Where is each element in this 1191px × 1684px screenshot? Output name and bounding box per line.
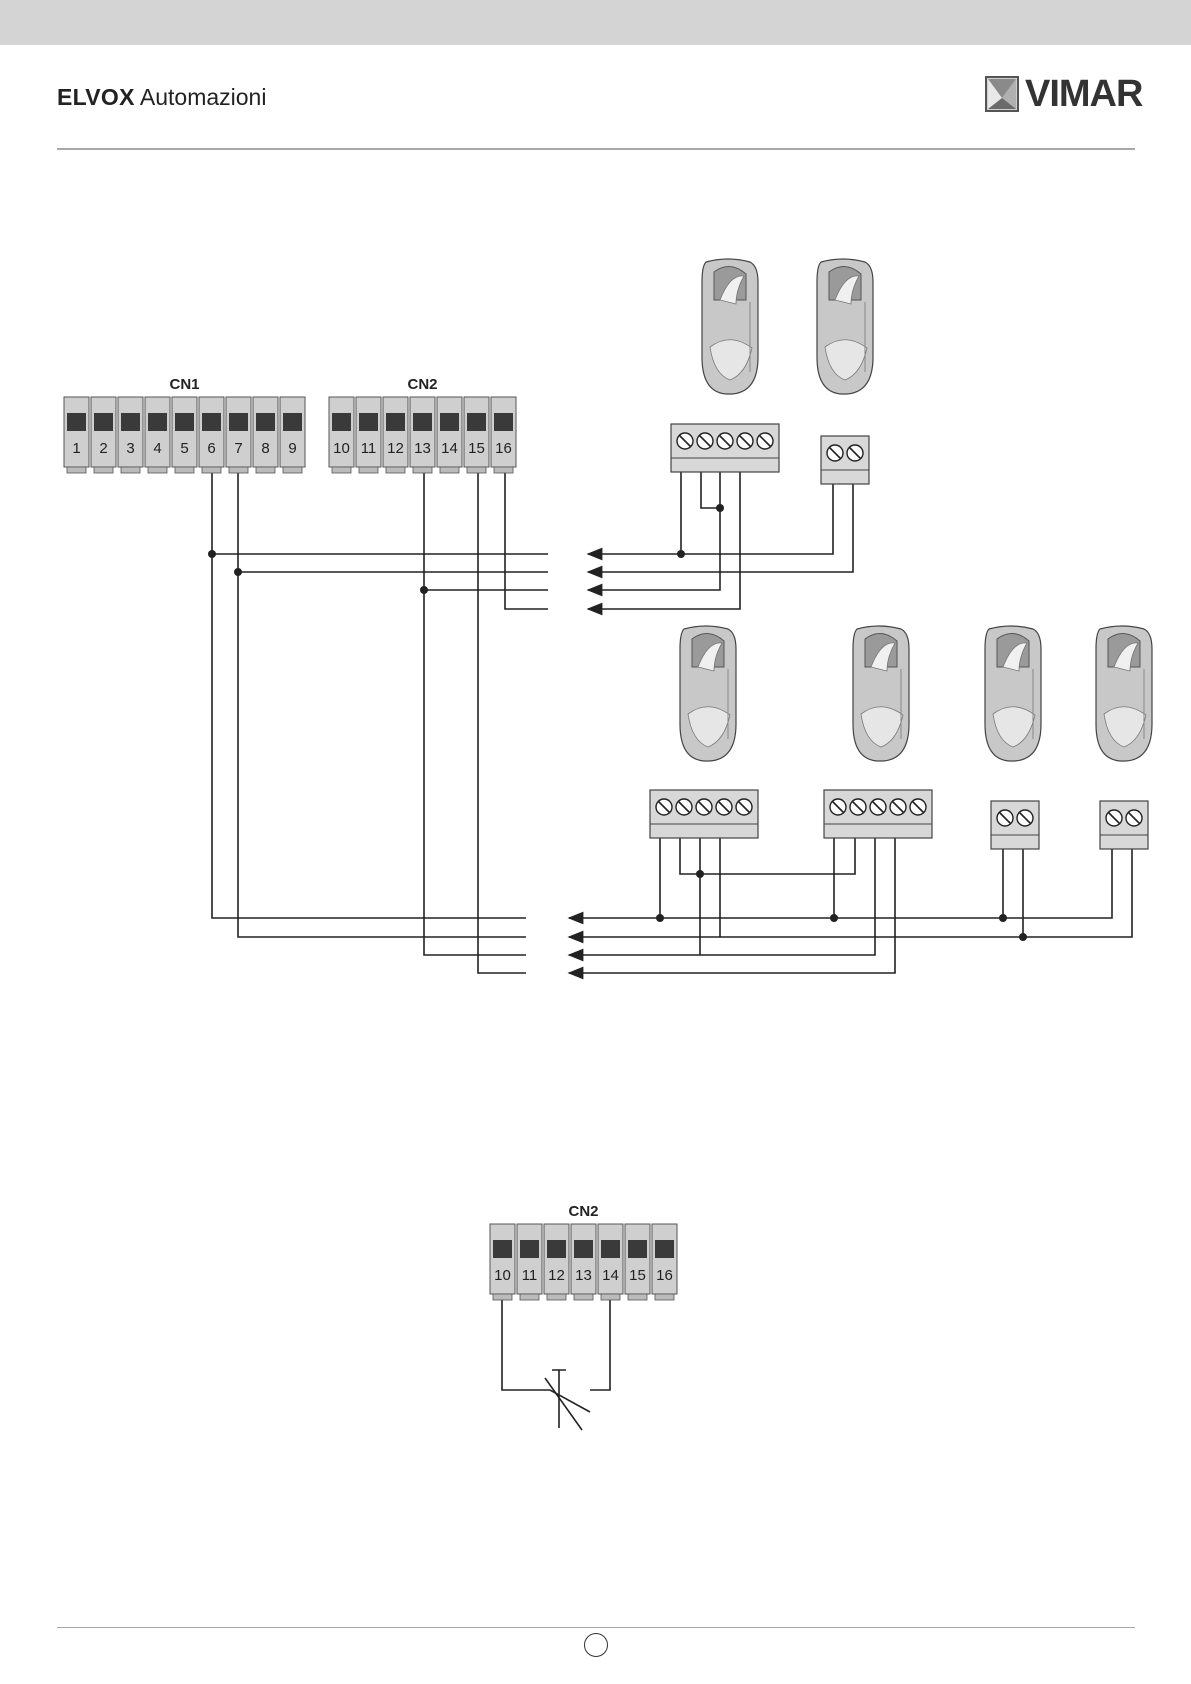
photocell-rx-1	[817, 259, 873, 394]
wire-bot-b	[569, 838, 1132, 937]
terminal-block-tx-3	[1100, 801, 1148, 849]
junction-dot	[234, 568, 242, 576]
junction-dot	[208, 550, 216, 558]
terminal-10: 10	[490, 1224, 515, 1300]
terminal-number: 16	[495, 440, 512, 457]
wire-terminal-13	[424, 473, 526, 955]
terminal-11: 11	[517, 1224, 542, 1300]
connector-cn1-label: CN1	[169, 376, 199, 393]
terminal-16: 16	[652, 1224, 677, 1300]
terminal-8: 8	[253, 397, 278, 473]
junction-dot	[656, 914, 664, 922]
page-number-circle	[584, 1633, 608, 1657]
terminal-5: 5	[172, 397, 197, 473]
terminal-block-rx-2	[650, 790, 758, 838]
terminal-15: 15	[625, 1224, 650, 1300]
terminal-9: 9	[280, 397, 305, 473]
terminal-number: 16	[656, 1267, 673, 1284]
junction-dot	[677, 550, 685, 558]
terminal-number: 15	[468, 440, 485, 457]
terminal-12: 12	[544, 1224, 569, 1300]
terminal-number: 10	[333, 440, 350, 457]
terminal-16: 16	[491, 397, 516, 473]
wire-bot-d	[569, 838, 895, 973]
terminal-number: 9	[288, 440, 296, 457]
wire-top-d	[588, 472, 740, 609]
terminal-block-rx-3	[824, 790, 932, 838]
terminal-11: 11	[356, 397, 381, 473]
terminal-number: 15	[629, 1267, 646, 1284]
connector-cn2-bottom-label: CN2	[568, 1203, 598, 1220]
photocell-rx-3	[853, 626, 909, 761]
terminal-14: 14	[437, 397, 462, 473]
wire-bot-f	[680, 838, 855, 874]
wire-top-f	[701, 472, 720, 508]
wire-terminal-15	[478, 473, 526, 973]
terminal-number: 7	[234, 440, 242, 457]
terminal-block-tx-1	[821, 436, 869, 484]
terminal-12: 12	[383, 397, 408, 473]
terminal-3: 3	[118, 397, 143, 473]
connector-cn2: CN2 10 11 12 13 14 15 16	[329, 376, 516, 473]
wire-terminal-16	[505, 473, 548, 609]
junction-dot	[420, 586, 428, 594]
photocell-tx-2	[985, 626, 1041, 761]
terminal-number: 8	[261, 440, 269, 457]
terminal-number: 12	[387, 440, 404, 457]
terminal-number: 5	[180, 440, 188, 457]
terminal-13: 13	[571, 1224, 596, 1300]
terminal-number: 13	[414, 440, 431, 457]
terminal-number: 3	[126, 440, 134, 457]
connector-cn2-label: CN2	[407, 376, 437, 393]
terminal-1: 1	[64, 397, 89, 473]
junction-dot	[1019, 933, 1027, 941]
photocell-tx-3	[1096, 626, 1152, 761]
wire-terminal-7	[238, 473, 526, 937]
junction-dot	[999, 914, 1007, 922]
terminal-number: 13	[575, 1267, 592, 1284]
terminal-4: 4	[145, 397, 170, 473]
terminal-14: 14	[598, 1224, 623, 1300]
photocell-tx-1	[702, 259, 758, 394]
terminal-number: 6	[207, 440, 215, 457]
terminal-number: 14	[602, 1267, 619, 1284]
terminal-15: 15	[464, 397, 489, 473]
wire-top-a	[588, 472, 833, 554]
photocell-rx-2	[680, 626, 736, 761]
terminal-6: 6	[199, 397, 224, 473]
wire-bot-a	[569, 838, 1112, 918]
terminal-number: 11	[522, 1267, 538, 1284]
terminal-number: 2	[99, 440, 107, 457]
junction-dot	[716, 504, 724, 512]
terminal-number: 1	[72, 440, 80, 457]
connector-cn2-bottom: CN2 10 11 12 13 14 15 16	[490, 1203, 677, 1300]
junction-dot	[830, 914, 838, 922]
terminal-block-tx-2	[991, 801, 1039, 849]
terminal-number: 14	[441, 440, 458, 457]
terminal-2: 2	[91, 397, 116, 473]
terminal-number: 10	[494, 1267, 511, 1284]
junction-dot	[696, 870, 704, 878]
terminal-number: 12	[548, 1267, 565, 1284]
terminal-7: 7	[226, 397, 251, 473]
terminal-number: 4	[153, 440, 161, 457]
terminal-number: 11	[361, 440, 377, 457]
terminal-block-rx-1	[671, 424, 779, 472]
switch-wire-right	[590, 1300, 610, 1390]
terminal-13: 13	[410, 397, 435, 473]
terminal-10: 10	[329, 397, 354, 473]
footer-divider	[57, 1627, 1135, 1628]
switch-wire-left	[502, 1300, 590, 1412]
wire-terminal-6	[212, 473, 526, 918]
connector-cn1: CN1 1 2 3 4 5 6 7 8 9	[64, 376, 305, 473]
